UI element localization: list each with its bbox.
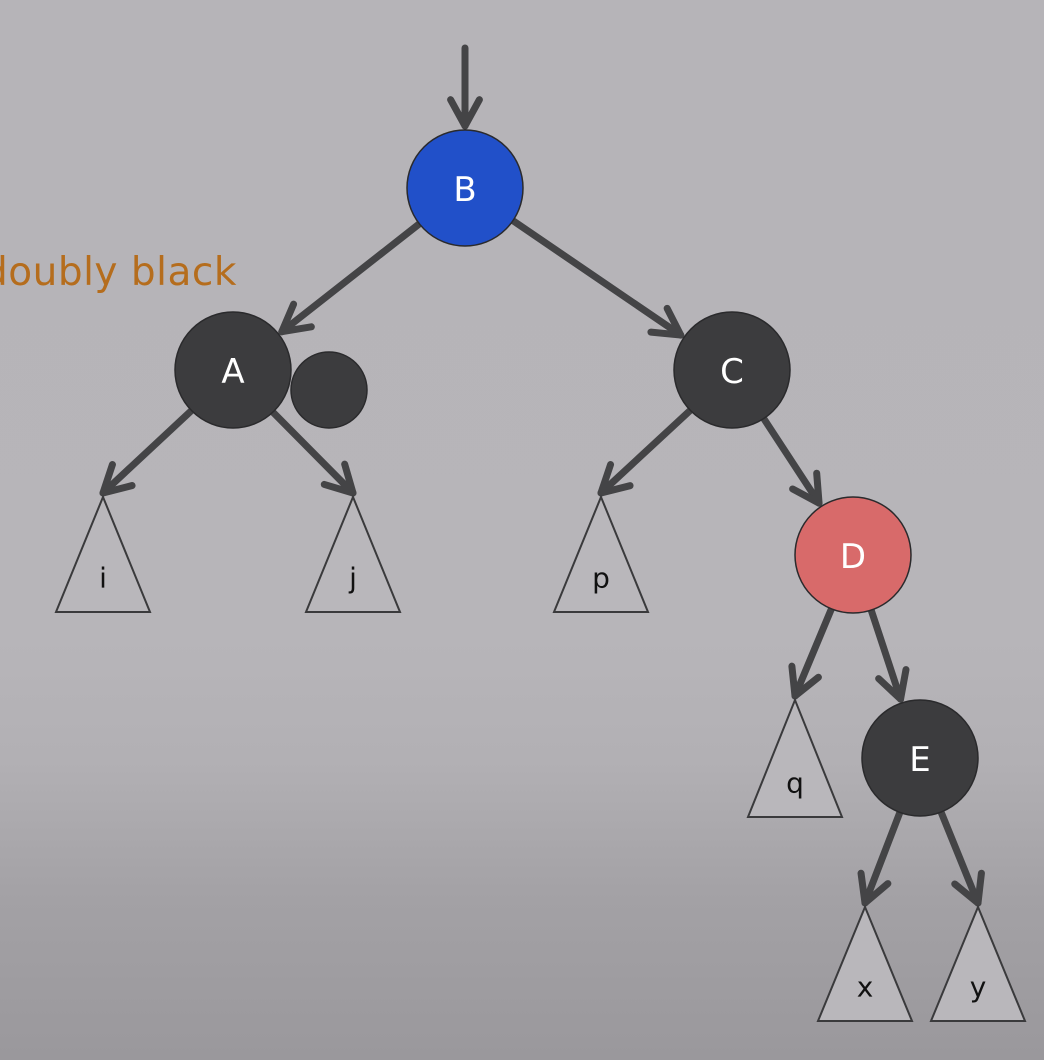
node-label-B: B <box>453 170 476 210</box>
subtree-i: i <box>54 494 152 613</box>
node-E: E <box>861 699 979 817</box>
edges-layer <box>99 44 985 907</box>
edge-C-D <box>759 413 823 507</box>
edge-root-B <box>447 44 483 130</box>
doubly-black-annotation: doubly black <box>0 250 237 295</box>
subtree-x: x <box>816 904 914 1022</box>
edge-C-p <box>597 405 696 497</box>
node-A: A <box>174 311 368 429</box>
subtree-label-x: x <box>857 971 874 1004</box>
subtrees-layer: i j p q x y <box>54 494 1027 1022</box>
node-circle-B <box>406 129 524 247</box>
edge-E-x <box>857 807 905 907</box>
edge-D-E <box>867 604 910 703</box>
node-label-C: C <box>720 352 744 392</box>
subtree-label-i: i <box>99 562 107 595</box>
edge-B-A <box>278 219 425 336</box>
subtree-j: j <box>304 494 402 613</box>
node-circle-C <box>673 311 791 429</box>
node-C: C <box>673 311 791 429</box>
edge-D-q <box>788 603 836 700</box>
node-circle-E <box>861 699 979 817</box>
subtree-label-y: y <box>970 971 987 1004</box>
edge-A-i <box>99 405 197 497</box>
node-label-E: E <box>909 740 930 780</box>
subtree-label-p: p <box>592 562 610 595</box>
edge-E-y <box>936 806 985 907</box>
subtree-y: y <box>929 904 1027 1022</box>
node-B: B <box>406 129 524 247</box>
subtree-label-q: q <box>786 767 804 800</box>
subtree-p: p <box>552 494 650 613</box>
edge-A-j <box>267 407 357 497</box>
node-label-D: D <box>840 537 866 577</box>
node-label-A: A <box>221 352 244 392</box>
node-circle-A <box>174 311 292 429</box>
subtree-q: q <box>746 697 844 818</box>
nodes-layer: B A C D E <box>174 129 979 817</box>
subtree-label-j: j <box>348 562 357 595</box>
extra-black-token <box>290 351 368 429</box>
node-D: D <box>794 496 912 614</box>
node-circle-D <box>794 496 912 614</box>
edge-B-C <box>507 216 685 339</box>
